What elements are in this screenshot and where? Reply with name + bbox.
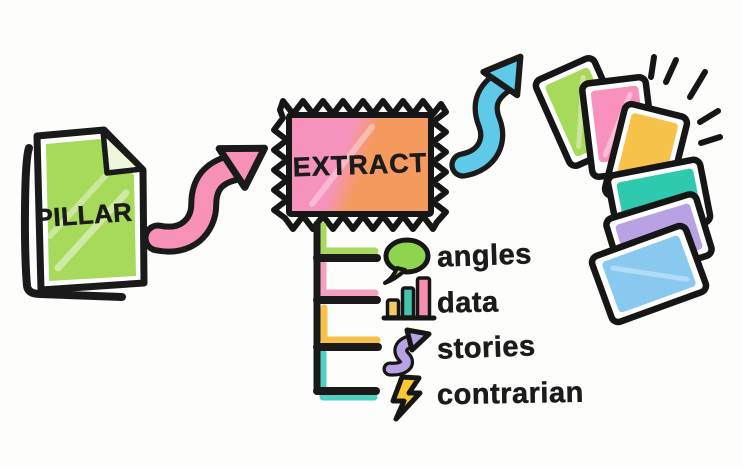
marker-streak (54, 189, 130, 272)
sparkle-line (648, 54, 657, 80)
sparkle-line (697, 108, 721, 125)
arrow-head (480, 53, 524, 99)
arrow-body (454, 74, 510, 174)
arrow-body (148, 158, 243, 249)
document-shadow-line (20, 144, 126, 301)
pink-curved-arrow (142, 144, 269, 255)
arrow-head (215, 144, 269, 191)
bar-tall (415, 276, 432, 319)
squiggle-arrow-icon (382, 327, 432, 377)
connector-tree (313, 220, 382, 401)
sparkle-line (663, 57, 679, 85)
squiggle-body (385, 336, 418, 374)
item-label-angles: angles (436, 238, 533, 274)
document-fold-corner (100, 128, 145, 176)
bubble-tail (383, 266, 407, 285)
sparkle-line (687, 69, 708, 100)
sparkle-line (698, 134, 723, 146)
marker-streak (610, 265, 690, 282)
extract-box-fill (286, 112, 434, 217)
item-label-stories: stories (436, 330, 537, 366)
item-label-data: data (436, 286, 499, 320)
sparkle-marks (648, 54, 723, 146)
bar-medium (400, 286, 416, 319)
pillar-document (20, 126, 148, 301)
marker-streak (309, 124, 375, 207)
branch-color-data (319, 258, 379, 297)
squiggle-head (404, 327, 432, 353)
extract-label: EXTRACT (292, 147, 428, 183)
extract-box (271, 98, 449, 232)
bar-short (385, 298, 401, 319)
card-blue (588, 222, 710, 326)
extract-scribble-border (271, 98, 449, 232)
branch-color-angles (319, 222, 379, 255)
bar-chart-icon (381, 276, 437, 321)
speech-bubble-icon (383, 237, 431, 285)
lightning-bolt-icon (390, 374, 423, 422)
blue-curved-arrow (449, 53, 524, 179)
branch-color-contrarian (319, 349, 378, 401)
branch-color-stories (320, 304, 381, 344)
output-cards-fan (532, 55, 715, 326)
item-label-contrarian: contrarian (436, 376, 585, 412)
